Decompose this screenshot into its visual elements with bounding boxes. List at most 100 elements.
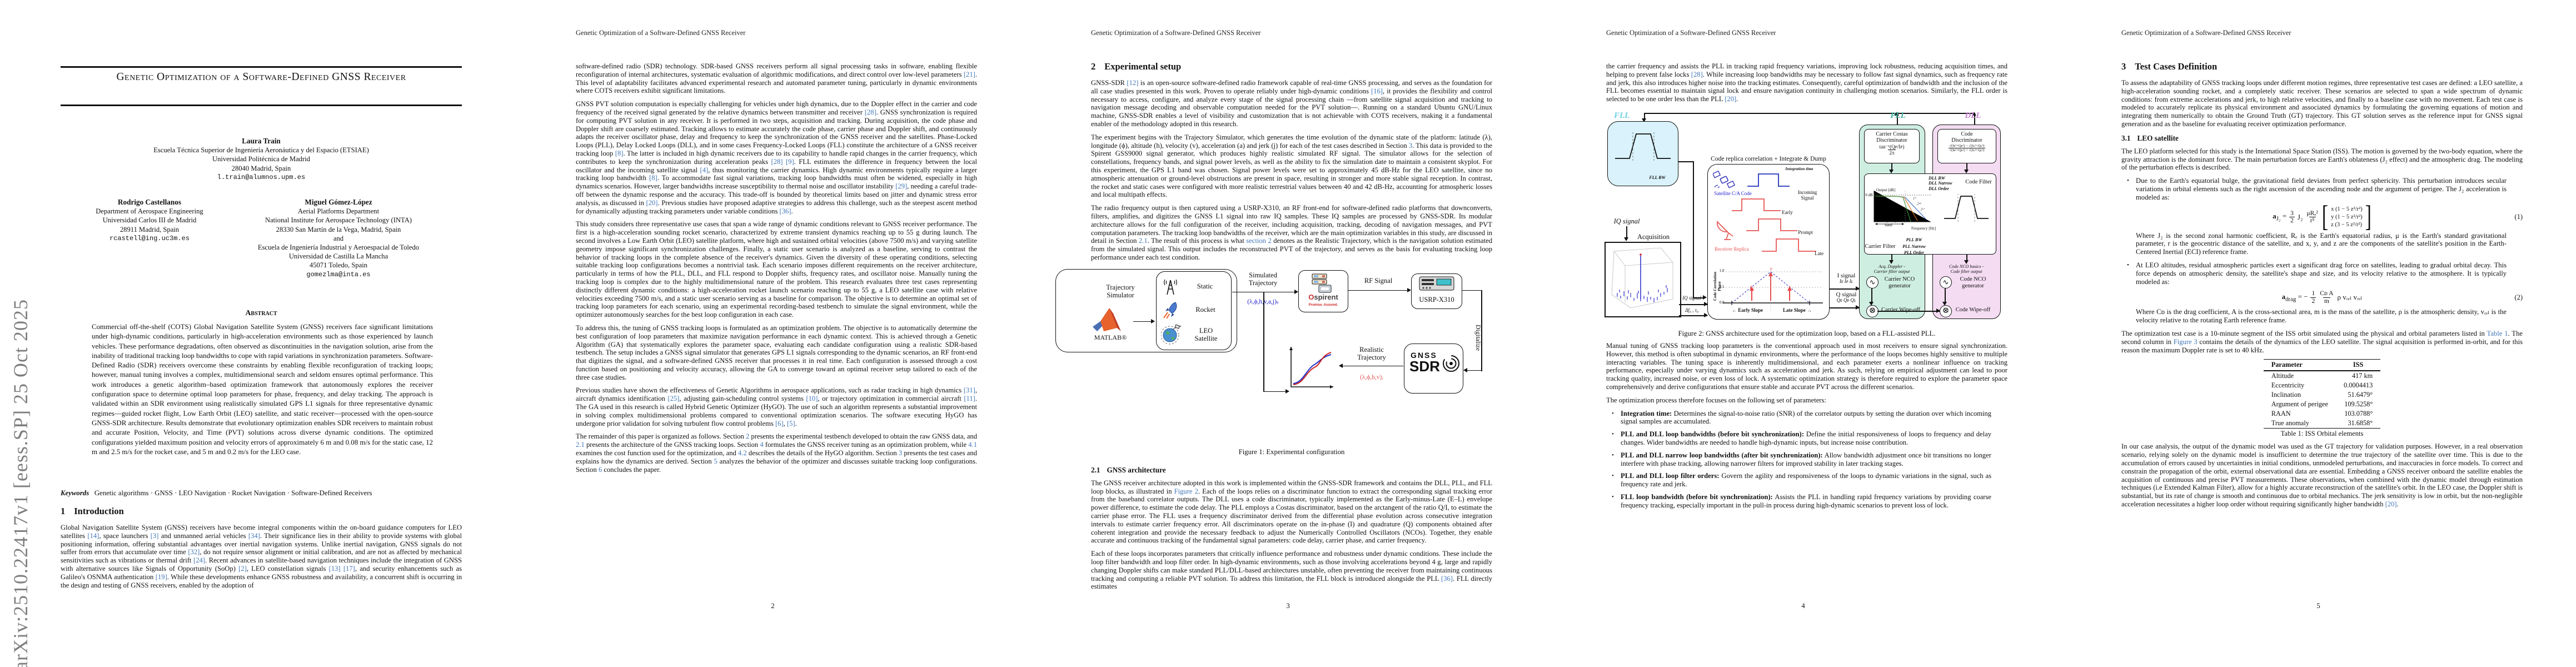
keywords-text: Genetic algorithms · GNSS · LEO Navigati… <box>94 489 372 497</box>
citation-ref[interactable]: 3 <box>898 449 903 457</box>
citation-ref[interactable]: 2.1 <box>1138 237 1148 245</box>
line <box>1679 303 1707 305</box>
arrow-line <box>1342 365 1403 367</box>
feedback-line <box>1644 112 1975 114</box>
line <box>1626 226 1627 238</box>
arrowhead <box>1703 295 1707 300</box>
citation-ref[interactable]: [25] <box>667 395 680 403</box>
table-header-iss: ISS <box>2335 359 2381 372</box>
citation-ref[interactable]: [21] <box>963 70 975 78</box>
zero-db-label: 0 dB <box>1865 192 1873 197</box>
early-label: Early <box>1782 209 1793 215</box>
prompt-replica-wave <box>1746 218 1797 231</box>
citation-ref[interactable]: Figure 3 <box>2173 337 2198 346</box>
citation-ref[interactable]: [28] <box>771 157 783 166</box>
citation-ref[interactable]: [10] <box>806 395 818 403</box>
citation-ref[interactable]: 2.1 <box>576 441 585 449</box>
arrowhead <box>1285 389 1289 394</box>
citation-ref[interactable]: [20] <box>2385 500 2397 508</box>
citation-ref[interactable]: section 2 <box>1246 237 1272 245</box>
acq-doppler-note: Acq. Doppler -Carrier filter output <box>1874 263 1910 274</box>
citation-ref[interactable]: [3] <box>150 531 159 540</box>
figure-2: FLL FLL BW Code replica correlation + In… <box>1605 108 2007 342</box>
paragraph: To address this, the tuning of GNSS trac… <box>576 323 977 381</box>
author-email[interactable]: l.train@alumnos.upm.es <box>217 173 306 181</box>
df-tau-label: Δf₀ , τ₀ <box>1685 307 1698 313</box>
page-number: 4 <box>1801 601 1805 610</box>
citation-ref[interactable]: [12] <box>1127 79 1139 87</box>
citation-ref[interactable]: [13] <box>328 564 341 573</box>
citation-ref[interactable]: [31] <box>963 386 975 395</box>
citation-ref[interactable]: [24] <box>193 556 205 565</box>
citation-ref[interactable]: [8] <box>649 174 657 182</box>
citation-ref[interactable]: [2] <box>238 564 247 573</box>
citation-ref[interactable]: Figure 2 <box>1174 487 1198 495</box>
citation-ref[interactable]: [16] <box>1371 87 1383 95</box>
citation-ref[interactable]: [5] <box>786 419 795 427</box>
bullet-item: Due to the Earth's equatorial bulge, the… <box>2127 177 2507 201</box>
citation-ref[interactable]: [34] <box>248 531 260 540</box>
citation-ref[interactable]: [4] <box>700 166 709 174</box>
acquisition-3d-plot <box>1611 247 1673 308</box>
citation-ref[interactable]: [36] <box>779 207 791 215</box>
receiver-dish-icon <box>1717 221 1733 240</box>
citation-ref[interactable]: 2 <box>745 432 750 441</box>
author-email[interactable]: rcastell@ing.uc3m.es <box>109 234 190 242</box>
citation-ref[interactable]: [28] <box>864 108 876 116</box>
citation-ref[interactable]: 4 <box>760 441 764 449</box>
fll-bandwidth-shape <box>1615 131 1671 161</box>
bullet-item: PLL and DLL narrow loop bandwidths (afte… <box>1612 451 1991 468</box>
paragraph: Each of these loops incorporates paramet… <box>1091 550 1492 591</box>
citation-ref[interactable]: 3 <box>1408 141 1413 150</box>
citation-ref[interactable]: [8] <box>615 149 624 157</box>
citation-ref[interactable]: [20] <box>1725 95 1737 103</box>
line <box>1481 290 1482 371</box>
citation-ref[interactable]: [9] <box>785 157 794 166</box>
citation-ref[interactable]: [6] <box>775 419 784 427</box>
citation-ref[interactable]: 4.2 <box>738 449 747 457</box>
paragraph: Previous studies have shown the effectiv… <box>576 386 977 427</box>
citation-ref[interactable]: [20] <box>646 198 658 207</box>
arrowhead <box>1294 289 1298 294</box>
realistic-params-label: (λ,ϕ,h,v)ᵣ <box>1359 374 1384 381</box>
pll-order-label: PLL Order <box>1904 250 1924 255</box>
citation-ref[interactable]: [17] <box>343 564 355 573</box>
citation-ref[interactable]: [19] <box>155 573 167 581</box>
citation-ref[interactable]: 4.1 <box>968 441 977 449</box>
author-block-2: Rodrigo Castellanos Department of Aerosp… <box>49 198 250 243</box>
abstract-heading: Abstract <box>245 309 277 317</box>
paragraph: The experiment begins with the Trajector… <box>1091 133 1492 199</box>
author-affiliation: Aerial Platforms Department <box>297 207 380 216</box>
arrowhead <box>1642 118 1646 122</box>
citation-ref[interactable]: [29] <box>895 182 908 191</box>
acquisition-box <box>1605 241 1681 317</box>
citation-ref[interactable]: [28] <box>1691 70 1703 78</box>
author-email[interactable]: gomezlma@inta.es <box>306 270 371 278</box>
order-3-label: 3ʳᵈ <box>1920 207 1925 212</box>
citation-ref[interactable]: [32] <box>188 548 200 556</box>
branch-line <box>1263 391 1287 392</box>
citation-ref[interactable]: [11] <box>964 395 975 403</box>
table-1-caption: Table 1: ISS Orbital elements <box>2280 430 2364 438</box>
P-label: P <box>1770 267 1772 272</box>
fll-bw-label: FLL BW <box>1649 175 1666 180</box>
citation-ref[interactable]: 5 <box>714 457 718 465</box>
page-4: Genetic Optimization of a Software-Defin… <box>1546 0 2061 667</box>
equation-tag: (1) <box>2514 213 2523 221</box>
late-label: Late <box>1815 250 1823 256</box>
bullet-item: PLL and DLL loop bandwidths (before bit … <box>1612 430 1991 447</box>
citation-ref[interactable]: [36] <box>1441 574 1453 583</box>
satellite-ca-code-label: Satellite C/A Code <box>1714 190 1752 196</box>
simulated-params-label: (λ,ϕ,h,v,a,j)ₛ <box>1237 298 1289 306</box>
arrowhead <box>1704 301 1708 306</box>
citation-ref[interactable]: Table 1 <box>2487 329 2508 337</box>
author-affiliation: 45071 Toledo, Spain <box>309 261 368 270</box>
line <box>1693 297 1704 298</box>
correlation-box <box>1707 163 1830 320</box>
citation-ref[interactable]: 6 <box>598 465 602 474</box>
citation-ref[interactable]: [14] <box>87 531 99 540</box>
